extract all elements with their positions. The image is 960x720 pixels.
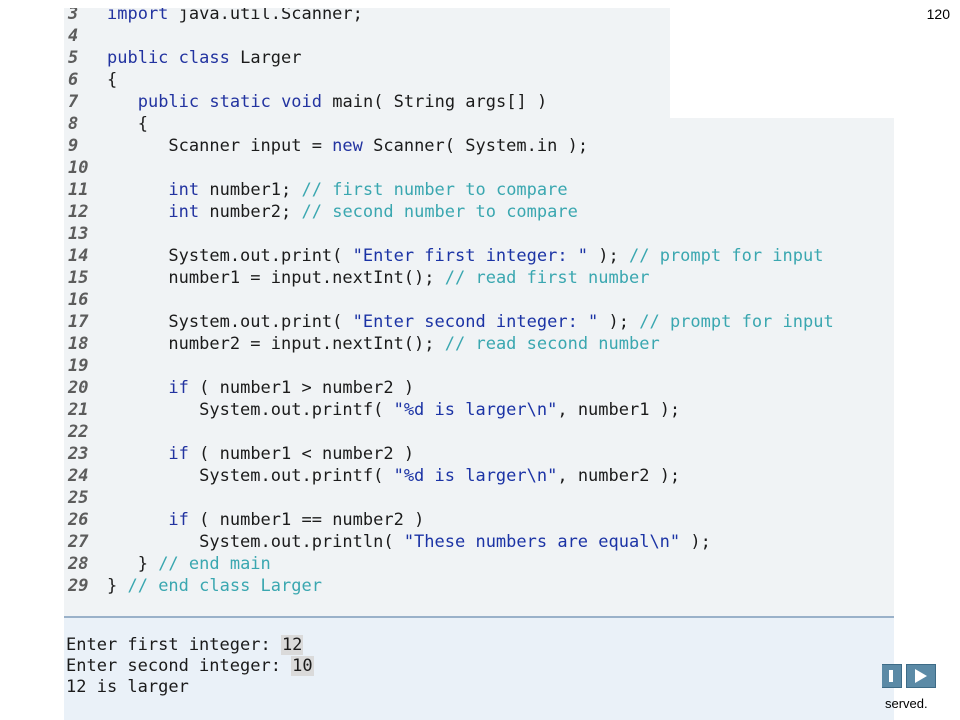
- output-prompt-2: Enter second integer:: [66, 656, 292, 676]
- line-number: 9: [68, 136, 79, 156]
- line-number: 23: [68, 444, 89, 464]
- code-line: 13: [64, 223, 894, 245]
- code-text: public class Larger: [107, 48, 302, 68]
- line-number: 24: [68, 466, 89, 486]
- code-text: } // end main: [107, 554, 271, 574]
- code-line: 27 System.out.println( "These numbers ar…: [64, 531, 894, 553]
- code-text: } // end class Larger: [107, 576, 322, 596]
- line-number: 7: [68, 92, 79, 112]
- line-number: 10: [68, 158, 89, 178]
- code-line: 8 {: [64, 113, 894, 135]
- line-number: 22: [68, 422, 89, 442]
- output-user-input-1: 12: [280, 635, 304, 655]
- code-line: 20 if ( number1 > number2 ): [64, 377, 894, 399]
- line-number: 3: [68, 8, 79, 24]
- console-output: Enter first integer: 12 Enter second int…: [64, 618, 894, 720]
- line-number: 14: [68, 246, 89, 266]
- code-line: 15 number1 = input.nextInt(); // read fi…: [64, 267, 894, 289]
- code-line: 22: [64, 421, 894, 443]
- output-line-3: 12 is larger: [66, 677, 189, 697]
- code-line: 7 public static void main( String args[]…: [64, 91, 894, 113]
- line-number: 6: [68, 70, 79, 90]
- next-slide-button[interactable]: [906, 664, 936, 688]
- line-number: 5: [68, 48, 79, 68]
- line-number: 12: [68, 202, 89, 222]
- page-number: 120: [926, 6, 950, 22]
- code-text: number2 = input.nextInt(); // read secon…: [107, 334, 660, 354]
- line-number: 26: [68, 510, 89, 530]
- prev-arrow-icon: [888, 670, 893, 682]
- code-line: 9 Scanner input = new Scanner( System.in…: [64, 135, 894, 157]
- code-text: System.out.print( "Enter first integer: …: [107, 246, 824, 266]
- line-number: 8: [68, 114, 79, 134]
- line-number: 4: [68, 26, 79, 46]
- next-arrow-icon: [915, 669, 927, 683]
- output-line-2: Enter second integer: 10: [66, 655, 314, 677]
- code-line: 10: [64, 157, 894, 179]
- code-line: 23 if ( number1 < number2 ): [64, 443, 894, 465]
- code-line: 26 if ( number1 == number2 ): [64, 509, 894, 531]
- code-text: System.out.printf( "%d is larger\n", num…: [107, 400, 681, 420]
- code-line: 5 public class Larger: [64, 47, 894, 69]
- code-line: 12 int number2; // second number to comp…: [64, 201, 894, 223]
- code-background-bottom: [64, 118, 894, 616]
- copyright-text: served.: [885, 696, 928, 711]
- code-text: {: [107, 114, 148, 134]
- prev-slide-button[interactable]: [882, 664, 902, 688]
- line-number: 11: [68, 180, 89, 200]
- code-text: Scanner input = new Scanner( System.in )…: [107, 136, 589, 156]
- code-text: {: [107, 70, 118, 90]
- code-line: 28 } // end main: [64, 553, 894, 575]
- line-number: 29: [68, 576, 89, 596]
- code-line: 29 } // end class Larger: [64, 575, 894, 597]
- code-line: 16: [64, 289, 894, 311]
- code-text: System.out.println( "These numbers are e…: [107, 532, 711, 552]
- line-number: 27: [68, 532, 89, 552]
- output-divider: [64, 616, 894, 618]
- code-line: 3 import java.util.Scanner;: [64, 8, 894, 25]
- output-prompt-1: Enter first integer:: [66, 635, 281, 655]
- slide-navigation: [882, 664, 936, 688]
- line-number: 13: [68, 224, 89, 244]
- line-number: 18: [68, 334, 89, 354]
- code-line: 14 System.out.print( "Enter first intege…: [64, 245, 894, 267]
- code-text: int number1; // first number to compare: [168, 180, 568, 200]
- code-text: int number2; // second number to compare: [168, 202, 578, 222]
- line-number: 19: [68, 356, 89, 376]
- line-number: 21: [68, 400, 89, 420]
- code-text: if ( number1 == number2 ): [168, 510, 425, 530]
- code-line: 19: [64, 355, 894, 377]
- code-line: 24 System.out.printf( "%d is larger\n", …: [64, 465, 894, 487]
- code-line: 21 System.out.printf( "%d is larger\n", …: [64, 399, 894, 421]
- output-user-input-2: 10: [291, 656, 314, 676]
- output-line-1: Enter first integer: 12: [66, 634, 304, 656]
- code-line: 18 number2 = input.nextInt(); // read se…: [64, 333, 894, 355]
- code-text: if ( number1 < number2 ): [168, 444, 415, 464]
- code-text: public static void main( String args[] ): [137, 92, 548, 112]
- code-text: number1 = input.nextInt(); // read first…: [107, 268, 650, 288]
- line-number: 16: [68, 290, 89, 310]
- line-number: 25: [68, 488, 89, 508]
- code-line: 6{: [64, 69, 894, 91]
- code-text: System.out.print( "Enter second integer:…: [107, 312, 834, 332]
- code-text: System.out.printf( "%d is larger\n", num…: [107, 466, 681, 486]
- code-line: 11 int number1; // first number to compa…: [64, 179, 894, 201]
- code-background-top: [64, 8, 670, 118]
- code-line: 17 System.out.print( "Enter second integ…: [64, 311, 894, 333]
- code-line: 25: [64, 487, 894, 509]
- code-text: if ( number1 > number2 ): [168, 378, 415, 398]
- line-number: 20: [68, 378, 89, 398]
- code-text: import java.util.Scanner;: [107, 8, 363, 24]
- line-number: 15: [68, 268, 89, 288]
- code-line: 4: [64, 25, 894, 47]
- line-number: 28: [68, 554, 89, 574]
- line-number: 17: [68, 312, 89, 332]
